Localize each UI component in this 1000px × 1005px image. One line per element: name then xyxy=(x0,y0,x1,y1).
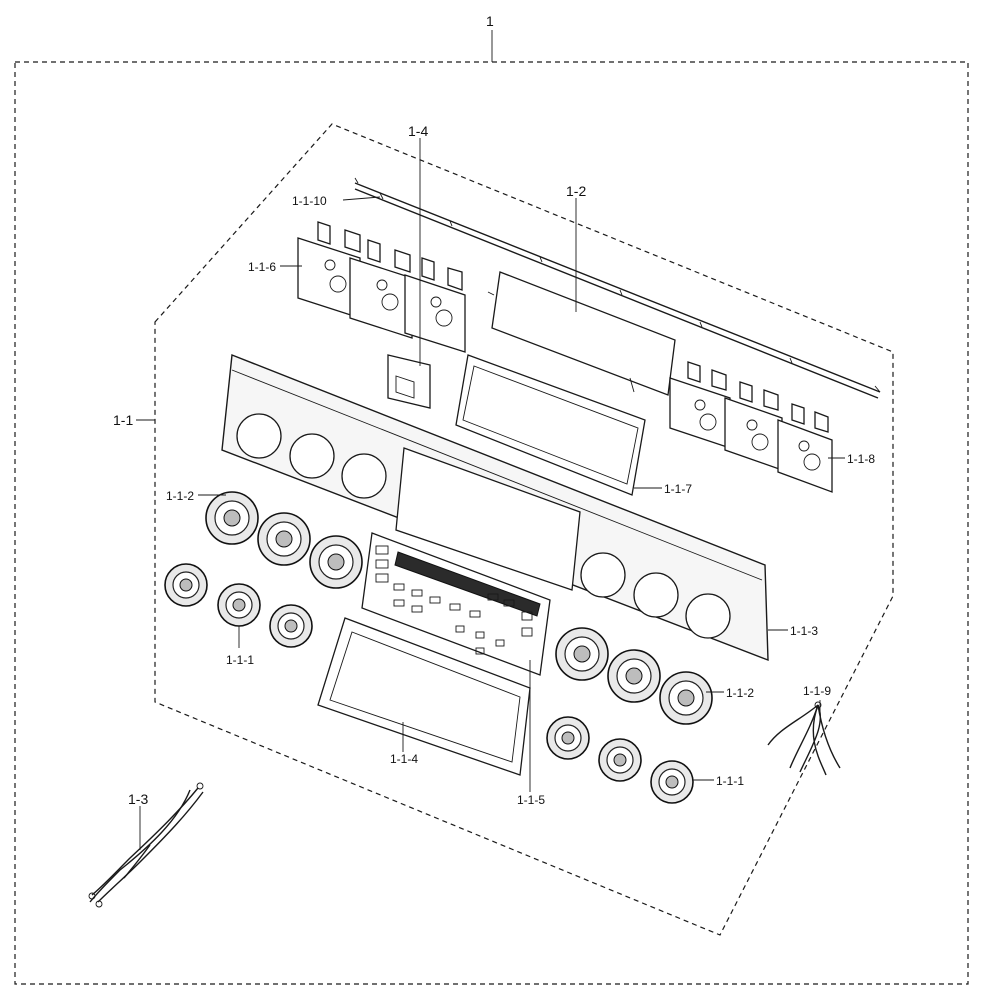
label-1-1-10: 1-1-10 xyxy=(292,194,327,208)
label-assembly: 1 xyxy=(486,13,494,29)
label-1-1-7: 1-1-7 xyxy=(664,482,692,496)
small-knob-group-right xyxy=(546,716,694,804)
label-1-1-3: 1-1-3 xyxy=(790,624,818,638)
small-knob-group-left xyxy=(164,563,313,648)
top-rail-part xyxy=(354,177,881,399)
label-1-1-1-b: 1-1-1 xyxy=(716,774,744,788)
label-1-1: 1-1 xyxy=(113,412,133,428)
assembly-boundary xyxy=(14,61,969,985)
display-frame-part xyxy=(455,354,646,496)
touch-control-board xyxy=(361,532,551,676)
wire-harness-1-3 xyxy=(88,782,204,908)
label-1-1-2-a: 1-1-2 xyxy=(166,489,194,503)
label-1-1-4: 1-1-4 xyxy=(390,752,418,766)
label-1-2: 1-2 xyxy=(566,183,586,199)
subassembly-1-1-boundary xyxy=(154,123,894,936)
large-knob-group-right xyxy=(555,627,713,725)
label-1-1-8: 1-1-8 xyxy=(847,452,875,466)
display-cover-part xyxy=(491,271,676,396)
display-glass xyxy=(395,447,581,591)
lower-frame-part xyxy=(317,617,531,776)
label-1-1-1-a: 1-1-1 xyxy=(226,653,254,667)
label-1-3: 1-3 xyxy=(128,791,148,807)
large-knob-group-left xyxy=(205,491,363,589)
label-1-1-2-b: 1-1-2 xyxy=(726,686,754,700)
label-1-1-5: 1-1-5 xyxy=(517,793,545,807)
control-module-part xyxy=(387,354,431,409)
wire-harness-1-1-9 xyxy=(767,701,841,776)
leader-1-1-10 xyxy=(342,196,381,201)
label-1-1-9: 1-1-9 xyxy=(803,684,831,698)
label-1-4: 1-4 xyxy=(408,123,428,139)
label-1-1-6: 1-1-6 xyxy=(248,260,276,274)
right-bracket-group xyxy=(669,361,833,493)
left-bracket-group xyxy=(297,221,466,353)
